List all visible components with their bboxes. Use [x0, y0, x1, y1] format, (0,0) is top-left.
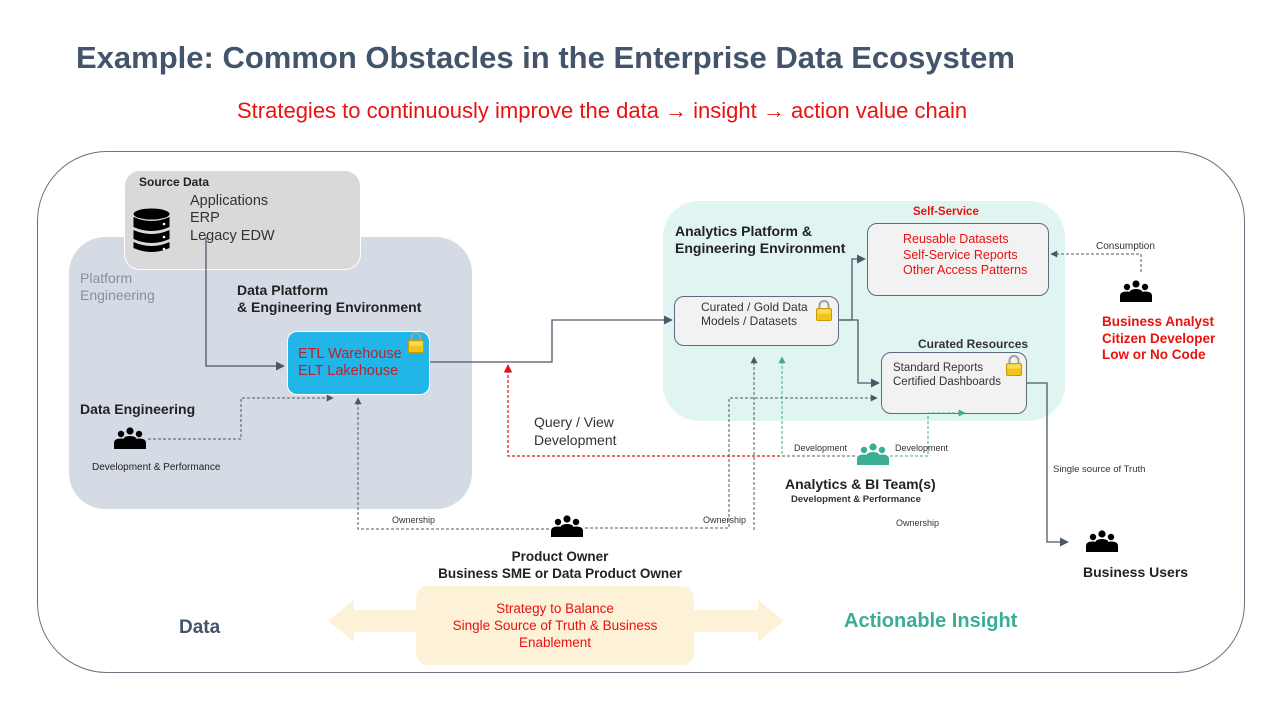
business-analyst-line: Citizen Developer	[1102, 330, 1216, 346]
curated-resource-item: Certified Dashboards	[893, 376, 1002, 388]
data-engineering-title: Data Engineering	[80, 401, 196, 417]
self-service-list: Reusable Datasets Self-Service Reports O…	[903, 232, 1027, 279]
ecosystem-frame	[37, 151, 1245, 673]
strategy-box	[416, 586, 694, 665]
source-data-label: Source Data	[139, 175, 210, 189]
people-icon	[857, 443, 889, 465]
analytics-team-title: Analytics & BI Team(s)	[785, 476, 936, 492]
lock-icon	[408, 331, 424, 353]
people-icon	[551, 515, 583, 537]
self-service-item: Other Access Patterns	[903, 263, 1028, 277]
strategy-text: Strategy to Balance Single Source of Tru…	[416, 600, 694, 651]
business-analyst-label: Business Analyst Citizen Developer Low o…	[1102, 314, 1215, 364]
data-engineering-caption: Development & Performance	[92, 462, 221, 473]
analytics-platform-title: Analytics Platform & Engineering Environ…	[675, 223, 845, 257]
curated-gold-text: Curated / Gold Data Models / Datasets	[701, 300, 808, 329]
analytics-team-subtitle: Development & Performance	[791, 494, 921, 505]
curated-gold-line2: Models / Datasets	[701, 314, 798, 329]
query-view-label: Query / View Development	[534, 413, 617, 449]
data-platform-env-title: Data Platform & Engineering Environment	[237, 282, 421, 316]
ownership-label-left: Ownership	[392, 515, 436, 525]
env-title-line2: & Engineering Environment	[237, 298, 422, 315]
env-title-line1: Data Platform	[237, 282, 329, 298]
self-service-item: Reusable Datasets	[903, 232, 1009, 246]
source-data-list: Applications ERP Legacy EDW	[190, 193, 275, 245]
page-title: Example: Common Obstacles in the Enterpr…	[76, 40, 1015, 75]
etl-box-text: ETL Warehouse ELT Lakehouse	[298, 346, 402, 381]
business-analyst-line: Business Analyst	[1102, 314, 1215, 329]
ownership-label-right: Ownership	[896, 518, 940, 528]
analytics-title-line2: Engineering Environment	[675, 239, 846, 256]
page-subtitle: Strategies to continuously improve the d…	[237, 98, 968, 123]
product-owner-label: Product Owner Business SME or Data Produ…	[430, 548, 690, 582]
curated-resources-heading: Curated Resources	[918, 337, 1029, 351]
product-owner-line2: Business SME or Data Product Owner	[438, 566, 682, 581]
business-analyst-line: Low or No Code	[1102, 347, 1206, 362]
curated-gold-line1: Curated / Gold Data	[701, 300, 808, 314]
etl-line2: ELT Lakehouse	[298, 363, 399, 380]
curated-resource-item: Standard Reports	[893, 362, 984, 374]
ownership-label-mid: Ownership	[703, 515, 747, 525]
self-service-item: Self-Service Reports	[903, 247, 1018, 262]
business-users-label: Business Users	[1083, 564, 1189, 580]
analytics-title-line1: Analytics Platform &	[675, 223, 812, 239]
self-service-box[interactable]	[867, 223, 1049, 296]
source-item: ERP	[190, 210, 220, 227]
dev-label-right: Development	[895, 443, 949, 453]
curated-resources-box[interactable]	[881, 352, 1027, 414]
lock-icon	[1006, 354, 1022, 376]
curated-resources-list: Standard Reports Certified Dashboards	[893, 361, 1001, 389]
strategy-line: Single Source of Truth & Business	[452, 618, 658, 633]
people-icon	[1120, 280, 1152, 302]
actionable-insight-label: Actionable Insight	[844, 610, 1018, 632]
dev-label-left: Development	[794, 443, 848, 453]
etl-line1: ETL Warehouse	[298, 346, 402, 362]
product-owner-line1: Product Owner	[511, 549, 609, 564]
platform-label-line1: Platform	[80, 270, 133, 286]
source-item: Legacy EDW	[190, 227, 275, 244]
strategy-line: Strategy to Balance	[496, 601, 614, 616]
people-icon	[114, 427, 146, 449]
single-source-truth-label: Single source of Truth	[1053, 464, 1146, 475]
source-item: Applications	[190, 193, 269, 209]
self-service-heading: Self-Service	[913, 206, 979, 218]
lock-icon	[816, 299, 832, 321]
strategy-line: Enablement	[518, 635, 592, 650]
platform-engineering-label: Platform Engineering	[80, 270, 155, 304]
curated-gold-box[interactable]	[674, 296, 839, 346]
platform-label-line2: Engineering	[80, 286, 155, 303]
consumption-label: Consumption	[1096, 241, 1155, 252]
data-label: Data	[179, 617, 221, 638]
etl-warehouse-box[interactable]	[287, 331, 430, 395]
people-icon	[1086, 530, 1118, 552]
query-view-line2: Development	[534, 432, 617, 448]
database-icon	[133, 208, 170, 252]
query-view-line1: Query / View	[534, 414, 614, 430]
